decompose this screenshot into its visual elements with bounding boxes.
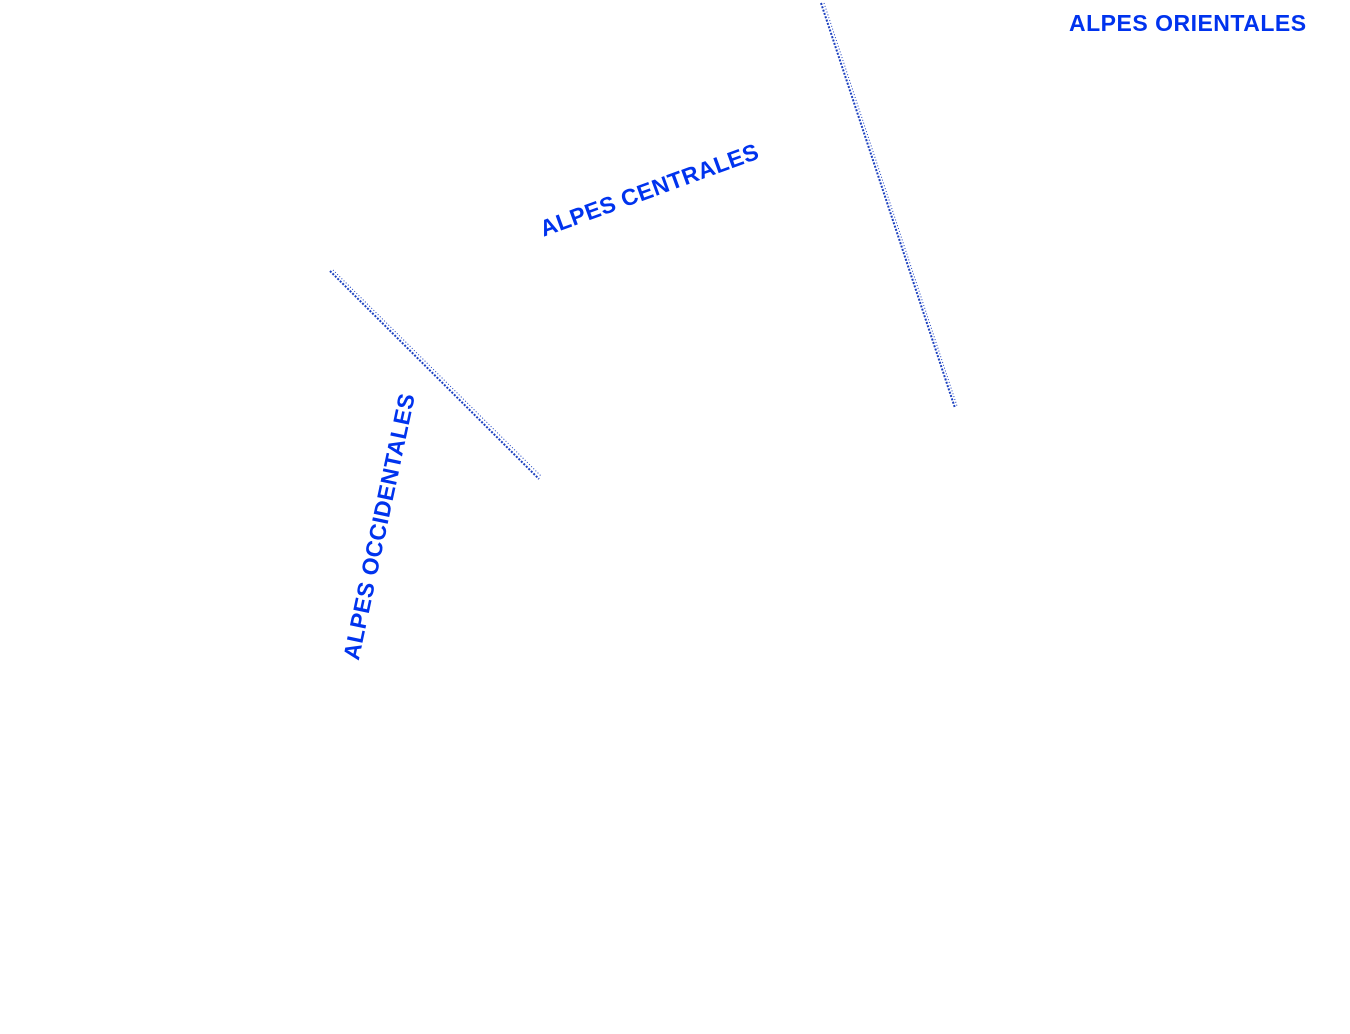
- boundary-west-central: [329, 269, 542, 480]
- region-label-orientales: ALPES ORIENTALES: [1069, 10, 1307, 36]
- boundary-central-east: [820, 2, 958, 409]
